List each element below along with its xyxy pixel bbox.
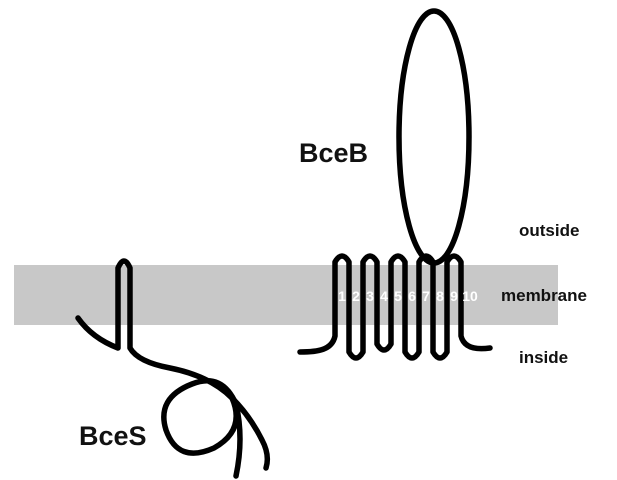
bceb-extracellular-domain: [396, 8, 472, 266]
inside-label: inside: [519, 348, 568, 367]
tm-number-1: 1: [338, 288, 346, 304]
tm-number-4: 4: [380, 288, 388, 304]
bces-label: BceS: [79, 421, 147, 451]
tm-number-6: 6: [408, 288, 416, 304]
tm-number-3: 3: [366, 288, 374, 304]
tm-number-7: 7: [422, 288, 430, 304]
tm-number-8: 8: [436, 288, 444, 304]
tm-number-2: 2: [352, 288, 360, 304]
tm-number-10: 10: [462, 288, 478, 304]
bces-coil-loop: [161, 378, 243, 479]
outside-label: outside: [519, 221, 579, 240]
bceb-transmembrane-helices: [297, 253, 493, 361]
bces-protein: [75, 258, 271, 471]
membrane-band: [14, 265, 558, 325]
tm-number-9: 9: [450, 288, 458, 304]
membrane-label: membrane: [501, 286, 587, 305]
tm-number-5: 5: [394, 288, 402, 304]
bceb-label: BceB: [299, 138, 368, 168]
